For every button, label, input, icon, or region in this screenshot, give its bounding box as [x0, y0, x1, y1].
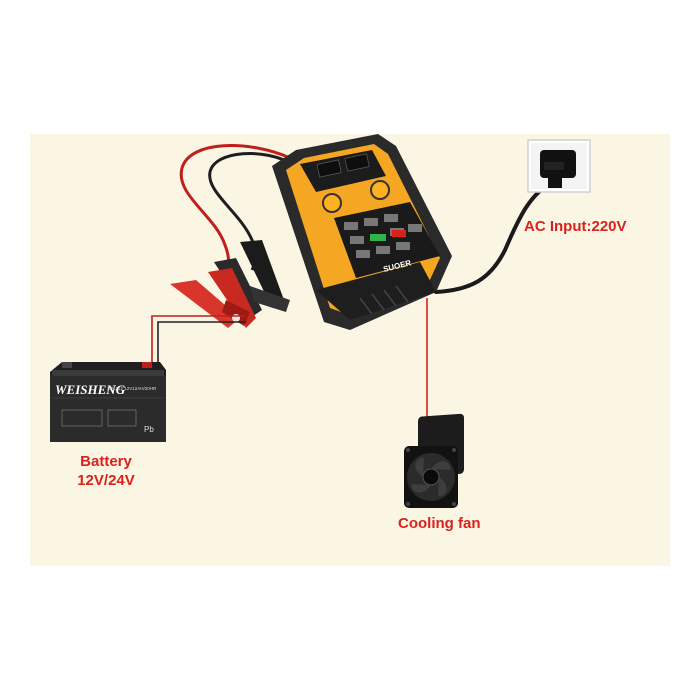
cooling-fan-icon — [404, 413, 464, 508]
battery-model: SP1212 12V12AH/20HR — [107, 386, 157, 391]
battery-label: Battery 12V/24V — [56, 452, 156, 490]
power-socket-icon — [527, 139, 591, 193]
battery-label-line1: Battery — [80, 453, 132, 470]
ac-power-cord — [434, 180, 554, 294]
battery-lead-negative — [157, 321, 246, 362]
battery-label-line2: 12V/24V — [77, 472, 135, 489]
cooling-fan-label: Cooling fan — [398, 515, 481, 532]
ac-input-label: AC Input:220V — [524, 218, 627, 235]
battery-pb: Pb — [144, 425, 154, 434]
battery-brand: WEISHENG — [55, 382, 126, 397]
charger-icon: SUOER — [272, 134, 452, 330]
battery-lead-positive — [151, 315, 244, 362]
battery-icon: WEISHENG SP1212 12V12AH/20HR Pb — [50, 362, 166, 442]
